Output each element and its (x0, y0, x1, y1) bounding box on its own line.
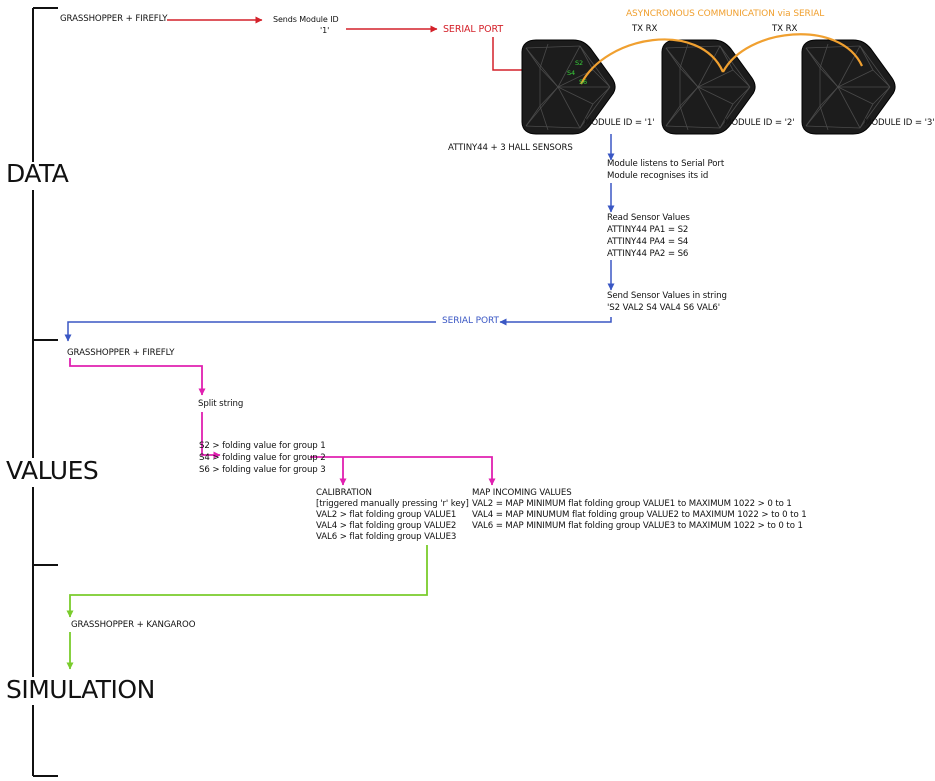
source-grasshopper-firefly-values: GRASSHOPPER + FIREFLY (67, 348, 175, 358)
async-arcs (580, 33, 863, 85)
calibration-line-3: VAL2 > flat folding group VALUE1 (316, 510, 457, 520)
module-2 (661, 39, 756, 135)
timeline-bracket (32, 7, 58, 777)
calibration-line-2: [triggered manually pressing 'r' key] (316, 499, 469, 509)
sensor-label-s6: S6 (579, 78, 588, 86)
map-line-3: VAL4 = MAP MINUMUM flat folding group VA… (472, 510, 807, 520)
listen-line-1: Module listens to Serial Port (607, 159, 725, 169)
module-label-1: MODULE ID = '1' (584, 118, 655, 128)
source-grasshopper-kangaroo: GRASSHOPPER + KANGAROO (71, 620, 196, 630)
serial-port-return: SERIAL PORT (442, 316, 499, 326)
read-line-4: ATTINY44 PA2 = S6 (607, 249, 689, 259)
sensor-label-s2: S2 (575, 59, 584, 67)
green-flow (66, 545, 428, 670)
hardware-label: ATTINY44 + 3 HALL SENSORS (448, 143, 573, 153)
group-line-2: S4 > folding value for group 2 (199, 453, 326, 463)
read-line-3: ATTINY44 PA4 = S4 (607, 237, 689, 247)
send-module-id-line1: Sends Module ID (273, 15, 339, 24)
txrx-2: TX RX (772, 24, 798, 34)
send-module-id-line2: '1' (320, 26, 330, 35)
txrx-1: TX RX (632, 24, 658, 34)
serial-port-top: SERIAL PORT (443, 24, 504, 35)
source-grasshopper-firefly-top: GRASSHOPPER + FIREFLY (60, 14, 168, 24)
section-values: VALUES (6, 456, 99, 485)
group-line-1: S2 > folding value for group 1 (199, 441, 326, 451)
read-line-2: ATTINY44 PA1 = S2 (607, 225, 689, 235)
send-line-1: Send Sensor Values in string (607, 291, 727, 301)
send-line-2: 'S2 VAL2 S4 VAL4 S6 VAL6' (607, 303, 721, 313)
module-label-3: MODULE ID = '3' (864, 118, 935, 128)
module-1 (521, 39, 616, 135)
sensor-label-s4: S4 (567, 69, 576, 77)
module-label-2: MODULE ID = '2' (724, 118, 795, 128)
map-line-2: VAL2 = MAP MINIMUM flat folding group VA… (472, 499, 792, 509)
red-flow (167, 16, 566, 74)
split-string: Split string (198, 399, 244, 409)
calibration-line-4: VAL4 > flat folding group VALUE2 (316, 521, 457, 531)
map-line-1: MAP INCOMING VALUES (472, 488, 572, 498)
calibration-line-1: CALIBRATION (316, 488, 372, 498)
magenta-flow (69, 358, 496, 486)
listen-line-2: Module recognises its id (607, 171, 709, 181)
group-line-3: S6 > folding value for group 3 (199, 465, 326, 475)
blue-flow (64, 134, 615, 342)
modules-layer (521, 39, 896, 135)
read-line-1: Read Sensor Values (607, 213, 690, 223)
section-simulation: SIMULATION (6, 675, 155, 704)
section-data: DATA (6, 159, 69, 188)
calibration-line-5: VAL6 > flat folding group VALUE3 (316, 532, 457, 542)
map-line-4: VAL6 = MAP MINIMUM flat folding group VA… (472, 521, 803, 531)
async-title: ASYNCRONOUS COMMUNICATION via SERIAL (626, 9, 825, 19)
module-3 (801, 39, 896, 135)
